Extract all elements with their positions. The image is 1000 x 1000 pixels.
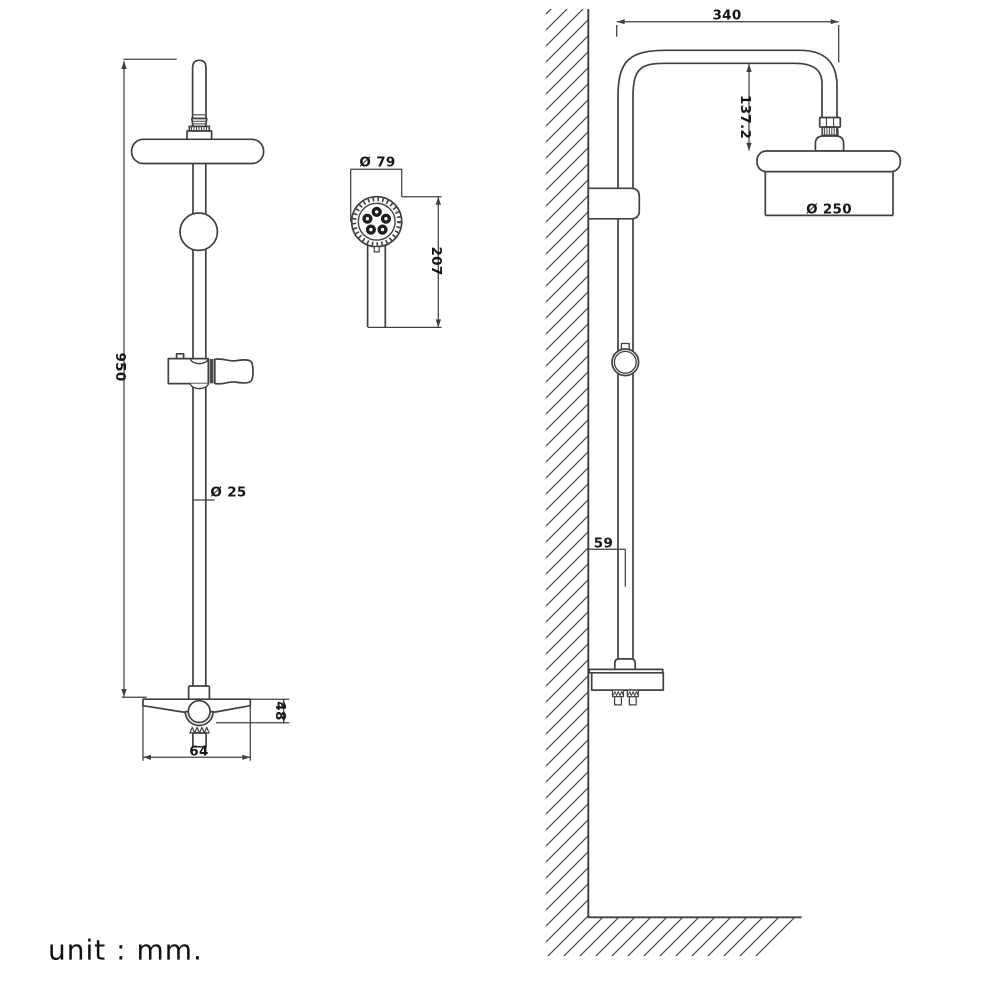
gooseneck-arm-inner (632, 62, 823, 659)
arrow-up-icon (746, 64, 752, 72)
wall-bracket (587, 187, 641, 220)
riser-pipe (192, 163, 207, 686)
gooseneck-arm-outer (617, 49, 838, 659)
dim-label-handshower-diameter: Ø 79 (359, 153, 396, 170)
ball-joint (179, 212, 219, 252)
dim-wall-offset-59 (588, 548, 626, 587)
dim-arm-reach-340 (616, 19, 840, 63)
dim-label-wall-offset: 59 (593, 535, 614, 552)
dim-label-arm-drop: 137.2 (736, 94, 753, 139)
arrow-up-icon (281, 699, 287, 707)
arrow-up-icon (121, 61, 127, 69)
pipe-base-collar (187, 685, 211, 701)
wall-floor-line (587, 9, 802, 919)
handle-notch (373, 245, 380, 253)
arrow-down-icon (281, 715, 287, 723)
arrow-down-icon (435, 319, 441, 328)
dim-label-handshower-length: 207 (427, 246, 444, 276)
hand-shower-face (350, 195, 403, 248)
arrow-right-icon (242, 754, 251, 760)
dim-label-valve-height: 48 (271, 701, 288, 721)
hand-shower-handle (366, 245, 387, 328)
dim-valve-width-64 (142, 705, 251, 761)
wall-hatching (546, 9, 802, 956)
dim-label-arm-reach: 340 (712, 6, 742, 23)
arrow-right-icon (830, 19, 839, 25)
slider-knob (611, 342, 640, 377)
dim-height-950 (121, 58, 177, 698)
arrow-left-icon (616, 19, 625, 25)
arrow-down-icon (746, 142, 752, 151)
slider-bracket (167, 352, 254, 390)
dim-head-diameter-79 (350, 168, 403, 222)
spray-nozzle (380, 213, 392, 224)
spray-nozzle (377, 224, 388, 235)
arm-connector (814, 116, 845, 152)
dim-length-207 (368, 196, 442, 329)
dim-label-pipe-diameter: Ø 25 (210, 483, 247, 500)
dim-label-valve-width: 64 (189, 742, 209, 759)
head-pivot-knob (186, 59, 213, 141)
dim-valve-height-48 (216, 698, 290, 724)
overhead-shower-disc (130, 138, 265, 165)
spray-nozzle (371, 206, 382, 218)
spray-nozzle (365, 224, 377, 235)
dim-label-riser-height: 950 (111, 352, 128, 382)
rain-shower-head (756, 150, 902, 217)
side-view-drawing (546, 9, 902, 956)
dim-arm-drop-137 (746, 64, 752, 151)
front-view-drawing (121, 58, 290, 761)
spray-nozzle (362, 213, 373, 224)
arrow-down-icon (121, 689, 127, 697)
unit-note: unit : mm. (48, 933, 203, 967)
hand-shower-drawing (350, 168, 442, 329)
arrow-left-icon (143, 754, 151, 760)
arrow-up-icon (435, 196, 441, 205)
dim-label-head-diameter: Ø 250 (806, 200, 852, 217)
side-valve-assembly (588, 658, 665, 706)
